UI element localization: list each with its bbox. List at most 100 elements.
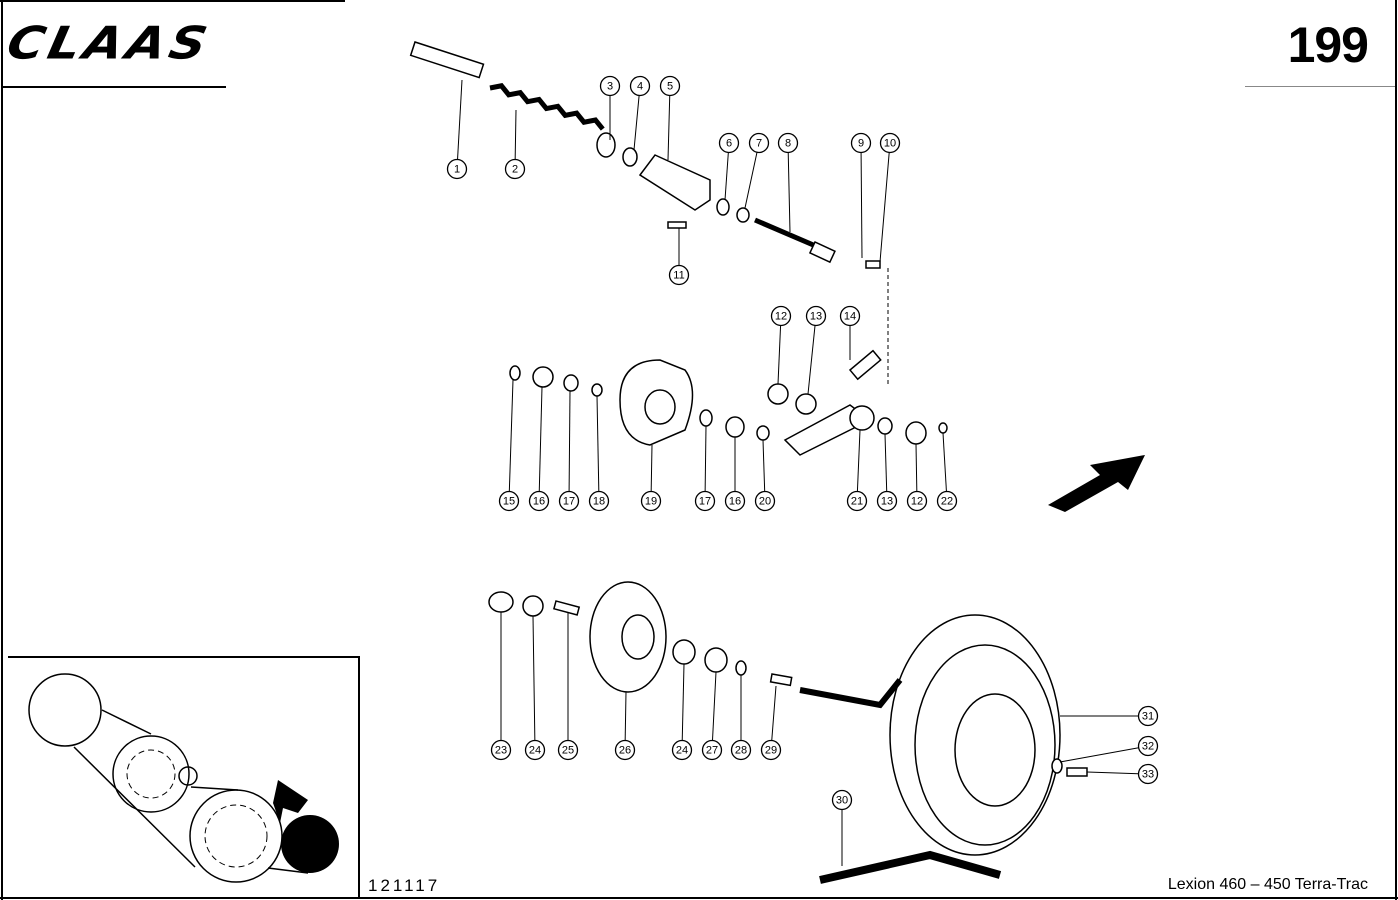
- callout-leader: [1086, 771, 1139, 775]
- callout-leader: [777, 325, 782, 385]
- callout-leader: [681, 663, 685, 741]
- part-pulley-bore: [644, 389, 676, 425]
- part-bushing: [488, 591, 514, 613]
- callout-label: 24: [676, 745, 688, 757]
- parts: [409, 41, 1088, 884]
- belt-layout-inset: [8, 656, 360, 898]
- callout-circle: [760, 739, 782, 761]
- callout-label: 26: [619, 745, 631, 757]
- callout-18: 18: [588, 490, 610, 512]
- callout-label: 1: [454, 164, 460, 176]
- callout-label: 10: [884, 138, 896, 150]
- callout-14: 14: [839, 305, 861, 327]
- callout-circle: [1137, 705, 1159, 727]
- part-nut: [704, 647, 728, 673]
- callout-29: 29: [760, 739, 782, 761]
- callout-leader: [568, 390, 571, 492]
- callout-circle: [777, 132, 799, 154]
- callout-17: 17: [694, 490, 716, 512]
- callout-leader: [538, 386, 543, 492]
- part-bolt: [769, 673, 793, 687]
- callout-label: 19: [645, 496, 657, 508]
- callout-label: 14: [844, 311, 856, 323]
- callout-label: 8: [785, 138, 791, 150]
- part-v-belt: [819, 850, 1002, 884]
- callout-33: 33: [1137, 763, 1159, 785]
- callout-label: 12: [911, 496, 923, 508]
- part-washer: [622, 147, 638, 167]
- part-arm-hub: [849, 405, 875, 431]
- callout-label: 30: [836, 795, 848, 807]
- callout-circle: [558, 490, 580, 512]
- callout-leader: [807, 325, 816, 395]
- callout-32: 32: [1137, 735, 1159, 757]
- callout-13: 13: [876, 490, 898, 512]
- frame-bottom-rule: [0, 897, 1398, 899]
- callout-circle: [850, 132, 872, 154]
- frame-top-rule: [0, 0, 345, 2]
- callout-4: 4: [629, 75, 651, 97]
- callout-circle: [557, 739, 579, 761]
- callout-12: 12: [770, 305, 792, 327]
- pulley-top: [28, 673, 102, 747]
- callout-5: 5: [659, 75, 681, 97]
- tension-pulley-highlight: [281, 815, 339, 873]
- part-bushing: [596, 132, 616, 158]
- callout-leader: [711, 671, 717, 741]
- callout-27: 27: [701, 739, 723, 761]
- part-pin: [409, 41, 485, 79]
- callout-label: 16: [533, 496, 545, 508]
- callout-31: 31: [1137, 705, 1159, 727]
- belt-segment: [101, 709, 152, 735]
- callout-leader: [1059, 747, 1139, 763]
- part-shaft-arm: [799, 678, 903, 709]
- callout-16: 16: [528, 490, 550, 512]
- belt-layout-diagram: [28, 673, 339, 883]
- callout-10: 10: [879, 132, 901, 154]
- callout-circle: [906, 490, 928, 512]
- frame-left-rule: [1, 0, 3, 900]
- part-ring: [699, 409, 713, 427]
- part-arm-lug: [848, 349, 882, 381]
- part-pulley-hub: [954, 693, 1036, 807]
- part-cone: [672, 639, 696, 665]
- callout-leader: [762, 439, 766, 492]
- drawing-number: 121117: [368, 876, 441, 895]
- callout-label: 31: [1142, 711, 1154, 723]
- part-cone: [522, 595, 544, 617]
- callout-1: 1: [446, 158, 468, 180]
- part-bushing: [905, 421, 927, 445]
- callout-leader: [667, 95, 671, 161]
- part-key: [553, 600, 581, 616]
- callout-26: 26: [614, 739, 636, 761]
- callout-label: 9: [858, 138, 864, 150]
- callout-label: 20: [759, 496, 771, 508]
- callout-label: 23: [495, 745, 507, 757]
- callout-circle: [588, 490, 610, 512]
- callout-circle: [659, 75, 681, 97]
- callout-circle: [936, 490, 958, 512]
- logo-underline: [2, 86, 226, 88]
- callout-21: 21: [846, 490, 868, 512]
- callout-leader: [879, 152, 890, 263]
- part-bracket: [638, 154, 711, 211]
- callout-30: 30: [831, 789, 853, 811]
- belt-segment: [267, 867, 309, 874]
- part-washer: [735, 660, 747, 676]
- part-bearing: [532, 366, 554, 388]
- callout-leader: [860, 152, 863, 259]
- callout-label: 25: [562, 745, 574, 757]
- pulley-middle-inner: [126, 749, 176, 799]
- callout-label: 4: [637, 81, 643, 93]
- part-washer: [1051, 758, 1063, 774]
- callout-circle: [839, 305, 861, 327]
- frame-right-rule: [1395, 0, 1397, 900]
- callout-3: 3: [599, 75, 621, 97]
- callout-19: 19: [640, 490, 662, 512]
- callout-circle: [730, 739, 752, 761]
- callout-circle: [599, 75, 621, 97]
- callout-circle: [504, 158, 526, 180]
- part-bolt: [1066, 767, 1088, 777]
